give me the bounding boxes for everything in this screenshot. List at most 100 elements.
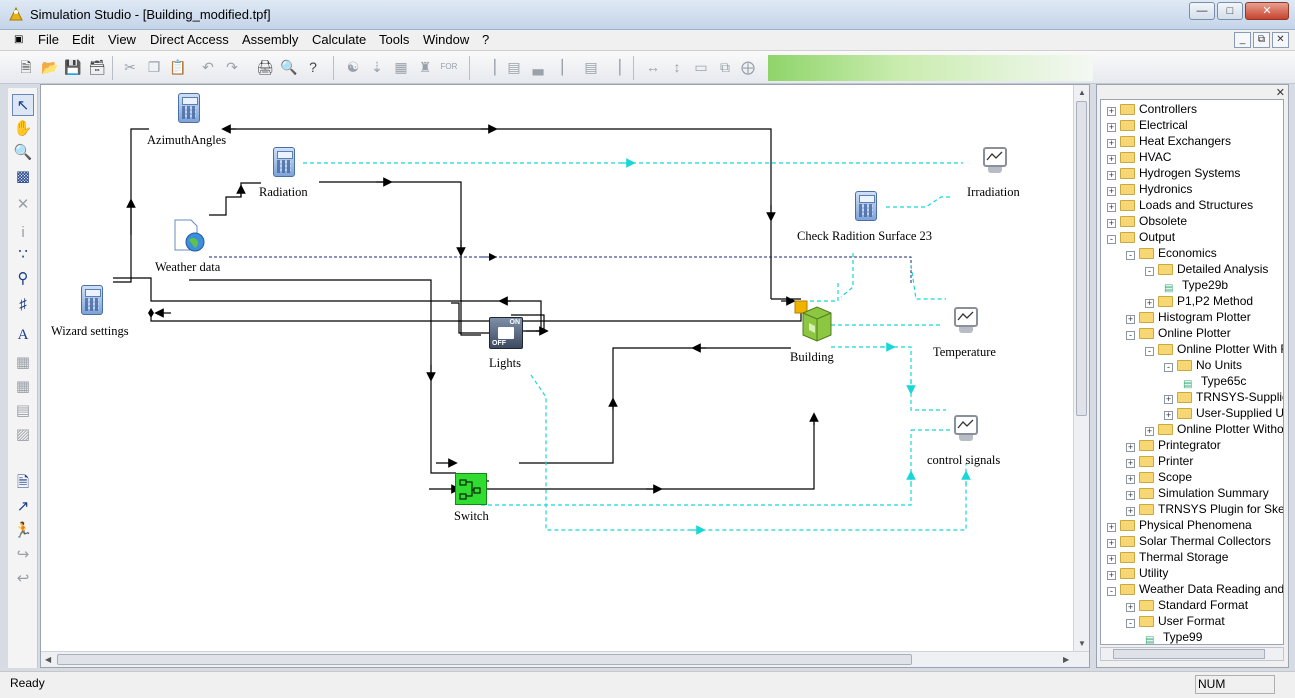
weather-data-label[interactable]: Weather data: [155, 260, 221, 274]
layers-icon[interactable]: ▤: [15, 402, 31, 419]
scroll-left-icon[interactable]: ◀: [45, 655, 52, 664]
tree-item[interactable]: +TRNSYS Plugin for Sketc: [1126, 501, 1283, 517]
menu-calculate[interactable]: Calculate: [312, 32, 367, 47]
horizontal-scroll-thumb[interactable]: [57, 654, 912, 665]
weather-data-icon[interactable]: [173, 218, 209, 254]
document-icon[interactable]: 🗎: [16, 474, 30, 491]
down-arrow-icon[interactable]: ⇣: [371, 59, 383, 75]
tree-item[interactable]: +Heat Exchangers: [1107, 133, 1231, 149]
same-width-icon[interactable]: ↔: [646, 59, 660, 75]
tree-item[interactable]: -Output: [1107, 229, 1175, 245]
new-icon[interactable]: 🗎: [20, 59, 32, 75]
expand-icon[interactable]: +: [1126, 442, 1135, 452]
menu-help[interactable]: ?: [482, 32, 490, 47]
control-signals-plotter-icon[interactable]: [954, 415, 978, 445]
same-size-icon[interactable]: ▭: [694, 59, 708, 75]
tree-item[interactable]: +Hydronics: [1107, 181, 1192, 197]
text-tool-icon[interactable]: A: [17, 327, 29, 343]
tree-item[interactable]: -User Format: [1126, 613, 1225, 629]
wizard-settings-label[interactable]: Wizard settings: [51, 324, 129, 338]
expand-icon[interactable]: +: [1126, 506, 1135, 516]
export-icon[interactable]: ↪: [16, 546, 30, 563]
tree-item[interactable]: -Weather Data Reading and P: [1107, 581, 1283, 597]
align-middle-icon[interactable]: ▤: [584, 59, 598, 75]
hierarchy-icon[interactable]: ☯: [346, 59, 360, 75]
printer-tool-icon[interactable]: ▨: [15, 426, 31, 443]
tree-scroll-thumb[interactable]: [1113, 649, 1265, 659]
expand-icon[interactable]: +: [1107, 554, 1116, 564]
tree-item[interactable]: +Scope: [1126, 469, 1192, 485]
tree-horizontal-scrollbar[interactable]: [1100, 647, 1284, 661]
cut-icon[interactable]: ✂: [124, 59, 136, 75]
expand-icon[interactable]: +: [1126, 490, 1135, 500]
close-button[interactable]: ✕: [1245, 2, 1289, 20]
menu-window[interactable]: Window: [423, 32, 470, 47]
panel-close-icon[interactable]: ✕: [1275, 87, 1285, 99]
menu-view[interactable]: View: [108, 32, 136, 47]
tree-item[interactable]: +Loads and Structures: [1107, 197, 1253, 213]
expand-icon[interactable]: +: [1126, 314, 1135, 324]
tree-item[interactable]: -Online Plotter: [1126, 325, 1231, 341]
align-top-icon[interactable]: ▕: [484, 59, 496, 75]
collapse-icon[interactable]: -: [1126, 251, 1135, 260]
menu-file[interactable]: File: [38, 32, 59, 47]
component-icon[interactable]: ♜: [418, 59, 432, 75]
expand-icon[interactable]: +: [1126, 474, 1135, 484]
expand-icon[interactable]: +: [1107, 170, 1116, 180]
tree-item[interactable]: +Thermal Storage: [1107, 549, 1228, 565]
wizard-calculator-icon[interactable]: [81, 285, 103, 315]
switch-icon[interactable]: [455, 473, 487, 505]
line-tool-icon[interactable]: ↗: [16, 498, 30, 515]
paste-icon[interactable]: 📋: [169, 59, 187, 75]
tree-item[interactable]: +Simulation Summary: [1126, 485, 1269, 501]
connection-tool-icon[interactable]: ♯: [19, 296, 27, 313]
expand-icon[interactable]: +: [1164, 410, 1173, 420]
expand-icon[interactable]: +: [1126, 602, 1135, 612]
copy-icon[interactable]: ❐: [147, 59, 161, 75]
lights-toggle-icon[interactable]: ON OFF: [489, 317, 523, 349]
expand-icon[interactable]: +: [1145, 298, 1154, 308]
for-loop-icon[interactable]: FOR: [440, 62, 458, 71]
temperature-plotter-icon[interactable]: [954, 307, 978, 337]
collapse-icon[interactable]: -: [1107, 235, 1116, 244]
collapse-icon[interactable]: -: [1126, 619, 1135, 628]
help-icon[interactable]: ?: [309, 59, 317, 75]
expand-icon[interactable]: +: [1107, 122, 1116, 132]
menu-edit[interactable]: Edit: [72, 32, 95, 47]
same-height-icon[interactable]: ↕: [673, 59, 681, 75]
check-radiation-label[interactable]: Check Radition Surface 23: [797, 229, 933, 243]
tree-item[interactable]: +Obsolete: [1107, 213, 1187, 229]
info-icon[interactable]: i: [21, 224, 25, 241]
expand-icon[interactable]: +: [1107, 138, 1116, 148]
run-icon[interactable]: 🏃: [13, 522, 33, 539]
tree-item[interactable]: +Physical Phenomena: [1107, 517, 1252, 533]
zoom-icon[interactable]: 🔍: [13, 144, 33, 161]
expand-icon[interactable]: +: [1126, 458, 1135, 468]
child-close-button[interactable]: ✕: [1272, 32, 1289, 48]
tree-item[interactable]: ▤Type29b: [1164, 277, 1228, 294]
tree-item[interactable]: +Online Plotter Withou: [1145, 421, 1283, 437]
tree-item[interactable]: -Online Plotter With Fi: [1145, 341, 1283, 357]
menu-direct-access[interactable]: Direct Access: [150, 32, 229, 47]
tree-item[interactable]: -Detailed Analysis: [1145, 261, 1268, 277]
scroll-up-icon[interactable]: ▲: [1078, 88, 1086, 97]
tree-item[interactable]: +HVAC: [1107, 149, 1171, 165]
tree-item[interactable]: +Controllers: [1107, 101, 1197, 117]
menu-tools[interactable]: Tools: [379, 32, 410, 47]
tree-item[interactable]: +P1,P2 Method: [1145, 293, 1253, 309]
collapse-icon[interactable]: -: [1164, 363, 1173, 372]
tree-item[interactable]: +TRNSYS-Supplie: [1164, 389, 1283, 405]
open-icon[interactable]: 📂: [41, 59, 59, 75]
temperature-label[interactable]: Temperature: [933, 345, 996, 359]
macro-icon[interactable]: ▦: [15, 354, 31, 371]
tree-item[interactable]: -No Units: [1164, 357, 1242, 373]
canvas-horizontal-scrollbar[interactable]: ◀ ▶: [41, 651, 1089, 667]
assembly-canvas[interactable]: AzimuthAngles Radiation Weather data Wiz…: [40, 84, 1090, 668]
azimuth-label[interactable]: AzimuthAngles: [147, 133, 227, 147]
menu-assembly[interactable]: Assembly: [242, 32, 299, 47]
tree-item[interactable]: +Standard Format: [1126, 597, 1248, 613]
collapse-icon[interactable]: -: [1145, 267, 1154, 276]
print-preview-icon[interactable]: 🔍: [280, 59, 298, 75]
zoom-area-icon[interactable]: ▩: [15, 168, 31, 185]
expand-icon[interactable]: +: [1107, 106, 1116, 116]
